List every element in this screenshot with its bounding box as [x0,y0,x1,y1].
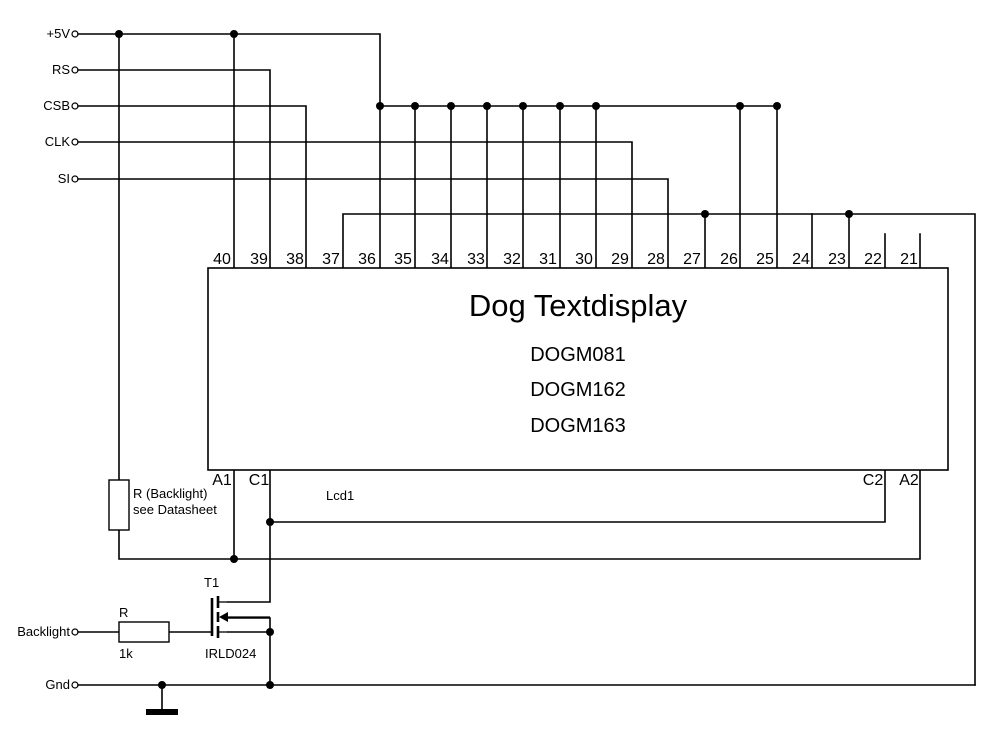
gate-resistor-value: 1k [119,646,133,661]
si-terminal [71,175,79,183]
pin-label: 38 [286,251,304,268]
csb-wire [77,105,307,269]
pin-label: 29 [611,251,629,268]
pin-label: 23 [828,251,846,268]
vcc-wire [77,33,381,107]
display-model-2: DOGM162 [530,379,626,401]
display-ref-label: Lcd1 [326,488,354,503]
pin-c1-label: C1 [249,472,270,489]
wires [77,33,976,712]
gate-resistor: R 1k [118,605,170,661]
pin-label: 28 [647,251,665,268]
junction-dot [266,518,274,526]
source-wire [227,617,271,686]
junction-dot [266,681,274,689]
pin-label: 24 [792,251,810,268]
backlight-label: Backlight [17,624,70,639]
junction-dot [158,681,166,689]
mosfet-arrow-icon [219,612,228,622]
pin-label: 37 [322,251,340,268]
junction-dot [411,102,419,110]
pin-label: 32 [503,251,521,268]
junction-dots [115,30,853,689]
gnd-label: Gnd [45,677,70,692]
rs-terminal [71,66,79,74]
gnd-bus-top [342,213,976,686]
junction-dot [230,555,238,563]
vcc-label: +5V [47,26,71,41]
c1-to-drain-wire [227,469,271,603]
backlight-resistor-label-2: see Datasheet [133,502,217,517]
pin-label: 22 [864,251,882,268]
vcc-terminal [71,30,79,38]
display-body [207,267,949,471]
ground-symbol-icon [146,709,178,715]
pin-label: 25 [756,251,774,268]
backlight-resistor-body [108,479,130,531]
top-pin-numbers: 40 39 38 37 36 35 34 33 32 31 30 29 28 2… [213,251,918,268]
pin-label: 26 [720,251,738,268]
junction-dot [773,102,781,110]
pin-label: 35 [394,251,412,268]
si-wire [77,178,669,269]
backlight-resistor-label-1: R (Backlight) [133,486,207,501]
gate-resistor-name: R [119,605,128,620]
junction-dot [483,102,491,110]
signal-labels: +5V RS CSB CLK SI Backlight Gnd [17,26,70,692]
pin-label: 40 [213,251,231,268]
csb-terminal [71,102,79,110]
pin-label: 34 [431,251,449,268]
junction-dot [845,210,853,218]
pin-label: 36 [358,251,376,268]
junction-dot [115,30,123,38]
gnd-terminal [71,681,79,689]
backlight-resistor: R (Backlight) see Datasheet [108,479,217,531]
clk-terminal [71,138,79,146]
pin-a1-label: A1 [212,472,232,489]
display-component: Dog Textdisplay DOGM081 DOGM162 DOGM163 … [207,251,949,503]
junction-dot [447,102,455,110]
display-model-3: DOGM163 [530,415,626,437]
cathode-bus [269,469,886,523]
csb-label: CSB [43,98,70,113]
pin-label: 27 [683,251,701,268]
anode-bus [118,469,921,560]
clk-wire [77,141,633,269]
si-label: SI [58,171,70,186]
backlight-terminal [71,628,79,636]
pin-label: 30 [575,251,593,268]
pin-label: 33 [467,251,485,268]
input-terminals [71,30,79,689]
junction-dot [592,102,600,110]
pin-label: 31 [539,251,557,268]
mosfet-t1: T1 IRLD024 [204,575,270,661]
junction-dot [519,102,527,110]
junction-dot [230,30,238,38]
display-model-1: DOGM081 [530,344,626,366]
pin-label: 39 [250,251,268,268]
junction-dot [266,628,274,636]
pin-c2-label: C2 [863,472,884,489]
display-title: Dog Textdisplay [469,288,688,323]
junction-dot [376,102,384,110]
rs-wire [77,69,271,269]
mosfet-part: IRLD024 [205,646,256,661]
junction-dot [701,210,709,218]
junction-dot [556,102,564,110]
gate-resistor-body [118,621,170,643]
pin-a2-label: A2 [899,472,919,489]
junction-dot [736,102,744,110]
clk-label: CLK [45,134,71,149]
pin-label: 21 [900,251,918,268]
rs-label: RS [52,62,70,77]
mosfet-name: T1 [204,575,219,590]
